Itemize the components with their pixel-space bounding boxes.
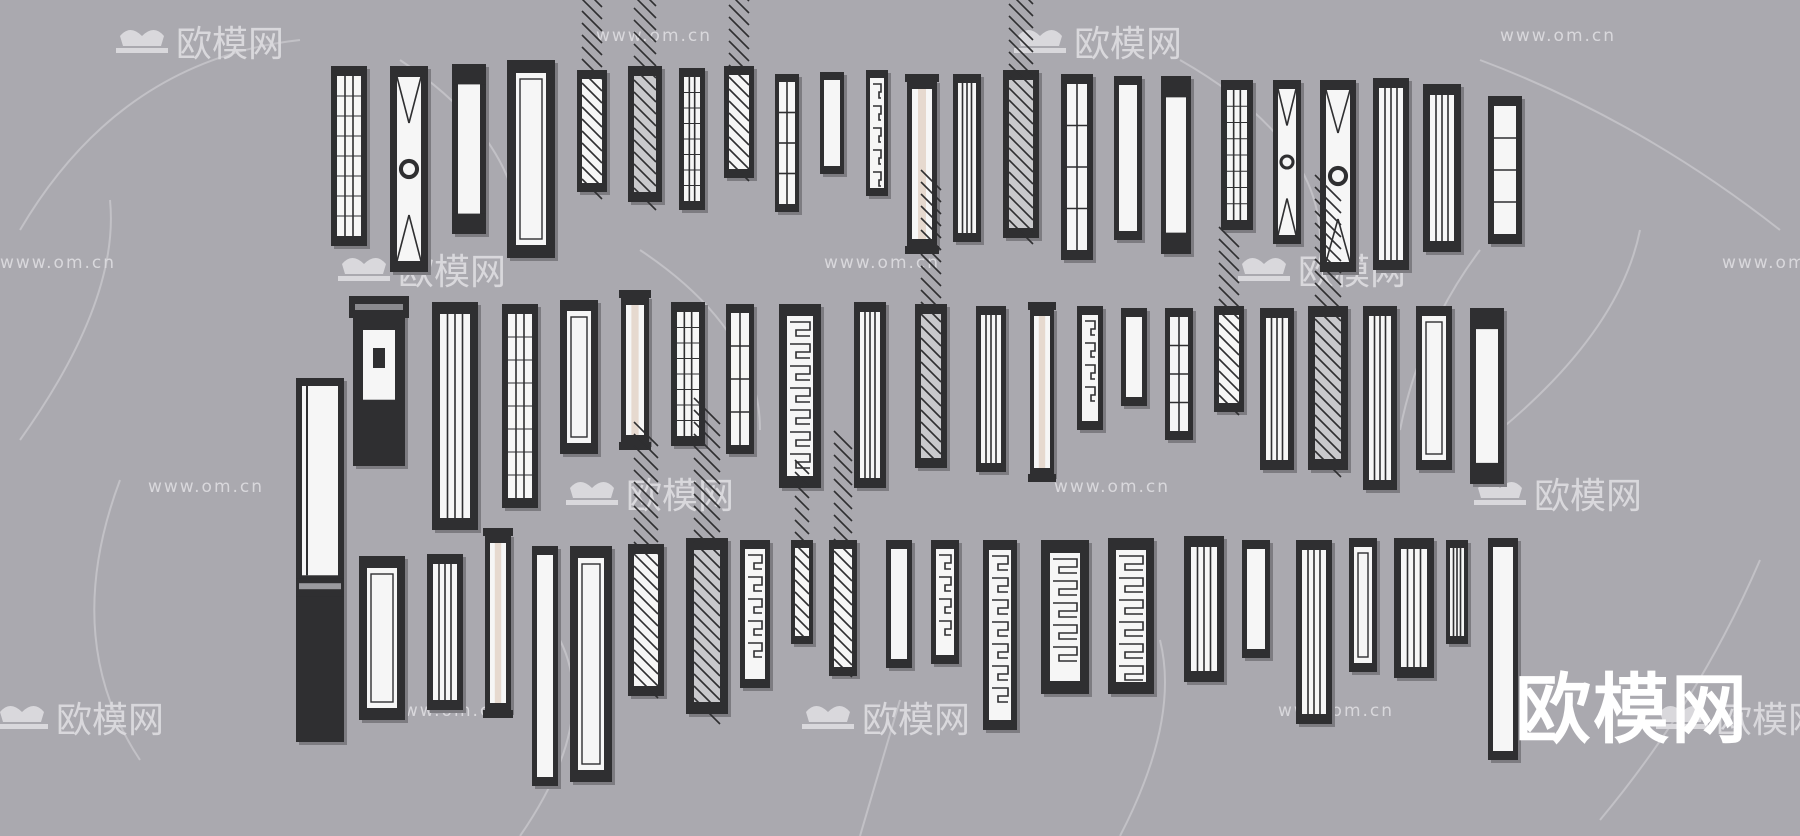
lamp-tube xyxy=(1028,302,1057,482)
watermark-brand: 欧模网 xyxy=(1474,476,1642,517)
lamp-lattice xyxy=(671,302,708,449)
lamp-diagonal xyxy=(628,421,667,699)
svg-text:欧模网: 欧模网 xyxy=(1534,476,1642,517)
lamp-tube xyxy=(905,74,940,254)
row-3 xyxy=(296,378,1521,789)
lamp-frame xyxy=(560,300,601,457)
lamp-plain xyxy=(1121,308,1150,409)
lamp-plain xyxy=(886,540,915,671)
lamp-fretwork xyxy=(1041,540,1092,697)
watermark-url: www.om.cn xyxy=(1722,253,1800,273)
lamp-collection xyxy=(296,0,1525,789)
svg-text:欧模网: 欧模网 xyxy=(626,476,734,517)
lamp-crossbars xyxy=(726,304,757,457)
watermark-url: www.om.cn xyxy=(1500,26,1616,46)
svg-text:欧模网: 欧模网 xyxy=(1074,24,1182,65)
lamp-diagonal xyxy=(724,0,757,182)
lamp-capped xyxy=(1161,76,1194,257)
lamp-diagonal xyxy=(577,0,610,200)
lamp-diagonal xyxy=(1214,226,1247,416)
watermark-brand: 欧模网 xyxy=(1014,24,1182,65)
lamp-plain xyxy=(820,72,847,177)
lamp-diagonal-dark xyxy=(628,0,665,211)
watermark-url: www.om.cn xyxy=(1054,477,1170,497)
lamp-plain xyxy=(1488,538,1521,763)
lamp-plain xyxy=(1242,540,1273,661)
lamp-fretwork xyxy=(1108,538,1157,697)
lamp-capped xyxy=(452,64,489,237)
lamp-frame xyxy=(1349,538,1380,675)
lamp-stripes xyxy=(854,302,889,491)
lamp-crossbars xyxy=(775,74,802,215)
lamp-medallion xyxy=(1273,80,1304,247)
watermark-brand: 欧模网 xyxy=(566,476,734,517)
lamp-tube xyxy=(619,290,652,450)
lamp-fretwork xyxy=(740,540,773,691)
lamp-tube xyxy=(483,528,514,718)
lamp-lattice xyxy=(1221,80,1256,233)
lamp-stripes xyxy=(1363,306,1400,493)
watermark-url: www.om.cn xyxy=(596,26,712,46)
lamp-diagonal xyxy=(829,430,860,679)
brand-watermark-large: 欧模网 xyxy=(1515,665,1749,754)
svg-text:欧模网: 欧模网 xyxy=(176,24,284,65)
lamp-fretwork xyxy=(866,70,891,199)
lamp-segments xyxy=(1488,96,1525,247)
lamp-fretwork xyxy=(931,540,962,667)
svg-text:欧模网: 欧模网 xyxy=(1716,700,1800,741)
watermark-brand: 欧模网 xyxy=(802,700,970,741)
lamp-lattice xyxy=(679,68,708,213)
lamp-stripes xyxy=(432,302,481,533)
lamp-crossbars xyxy=(1061,74,1096,263)
lamp-frame xyxy=(570,546,615,785)
lamp-fretwork xyxy=(983,540,1020,733)
lamp-stripes xyxy=(1394,538,1437,681)
watermark-url: www.om.cn xyxy=(0,253,116,273)
lamp-column xyxy=(296,378,347,745)
lamp-stripes xyxy=(953,74,984,245)
lamp-diagonal xyxy=(791,459,816,647)
svg-text:欧模网: 欧模网 xyxy=(862,700,970,741)
lamp-diagonal-dark xyxy=(1308,174,1351,478)
lamp-stripes xyxy=(1296,540,1335,727)
watermark-brand: 欧模网 xyxy=(116,24,284,65)
lamp-fretwork xyxy=(779,304,824,491)
lamp-crossbars xyxy=(1165,308,1196,443)
lamp-stripes xyxy=(1373,78,1412,273)
row-2 xyxy=(349,169,1507,533)
lamp-stripes xyxy=(1423,84,1464,255)
lamp-lattice xyxy=(502,304,541,511)
lamp-fretwork xyxy=(1077,306,1106,433)
lamp-frame xyxy=(1416,306,1455,473)
lamp-diagonal-dark xyxy=(1003,0,1042,245)
lamp-frame xyxy=(359,556,408,723)
lamp-stripes xyxy=(1446,540,1471,647)
lamp-diagonal-dark xyxy=(915,169,950,471)
watermark-brand: 欧模网 xyxy=(1656,700,1800,741)
svg-text:欧模网: 欧模网 xyxy=(56,700,164,741)
row-1 xyxy=(331,0,1525,275)
lamp-medallion xyxy=(390,66,431,275)
lamp-lattice xyxy=(331,66,370,249)
lamp-stripes xyxy=(976,306,1009,475)
watermark-url: www.om.cn xyxy=(148,477,264,497)
lamp-stripes xyxy=(1260,308,1297,473)
lamp-stripes xyxy=(427,554,466,713)
lamp-diagonal-dark xyxy=(686,397,731,725)
watermark-brand: 欧模网 xyxy=(0,700,164,741)
lamp-lantern xyxy=(349,296,409,469)
lamp-stripes xyxy=(1184,536,1227,685)
watermark-url: www.om.cn xyxy=(824,253,940,273)
lamp-plain xyxy=(532,546,561,789)
watermark-url: www.om.cn xyxy=(1278,701,1394,721)
lamp-plain xyxy=(1114,76,1145,243)
lamp-frame xyxy=(507,60,558,261)
lamp-capped xyxy=(1470,308,1507,487)
